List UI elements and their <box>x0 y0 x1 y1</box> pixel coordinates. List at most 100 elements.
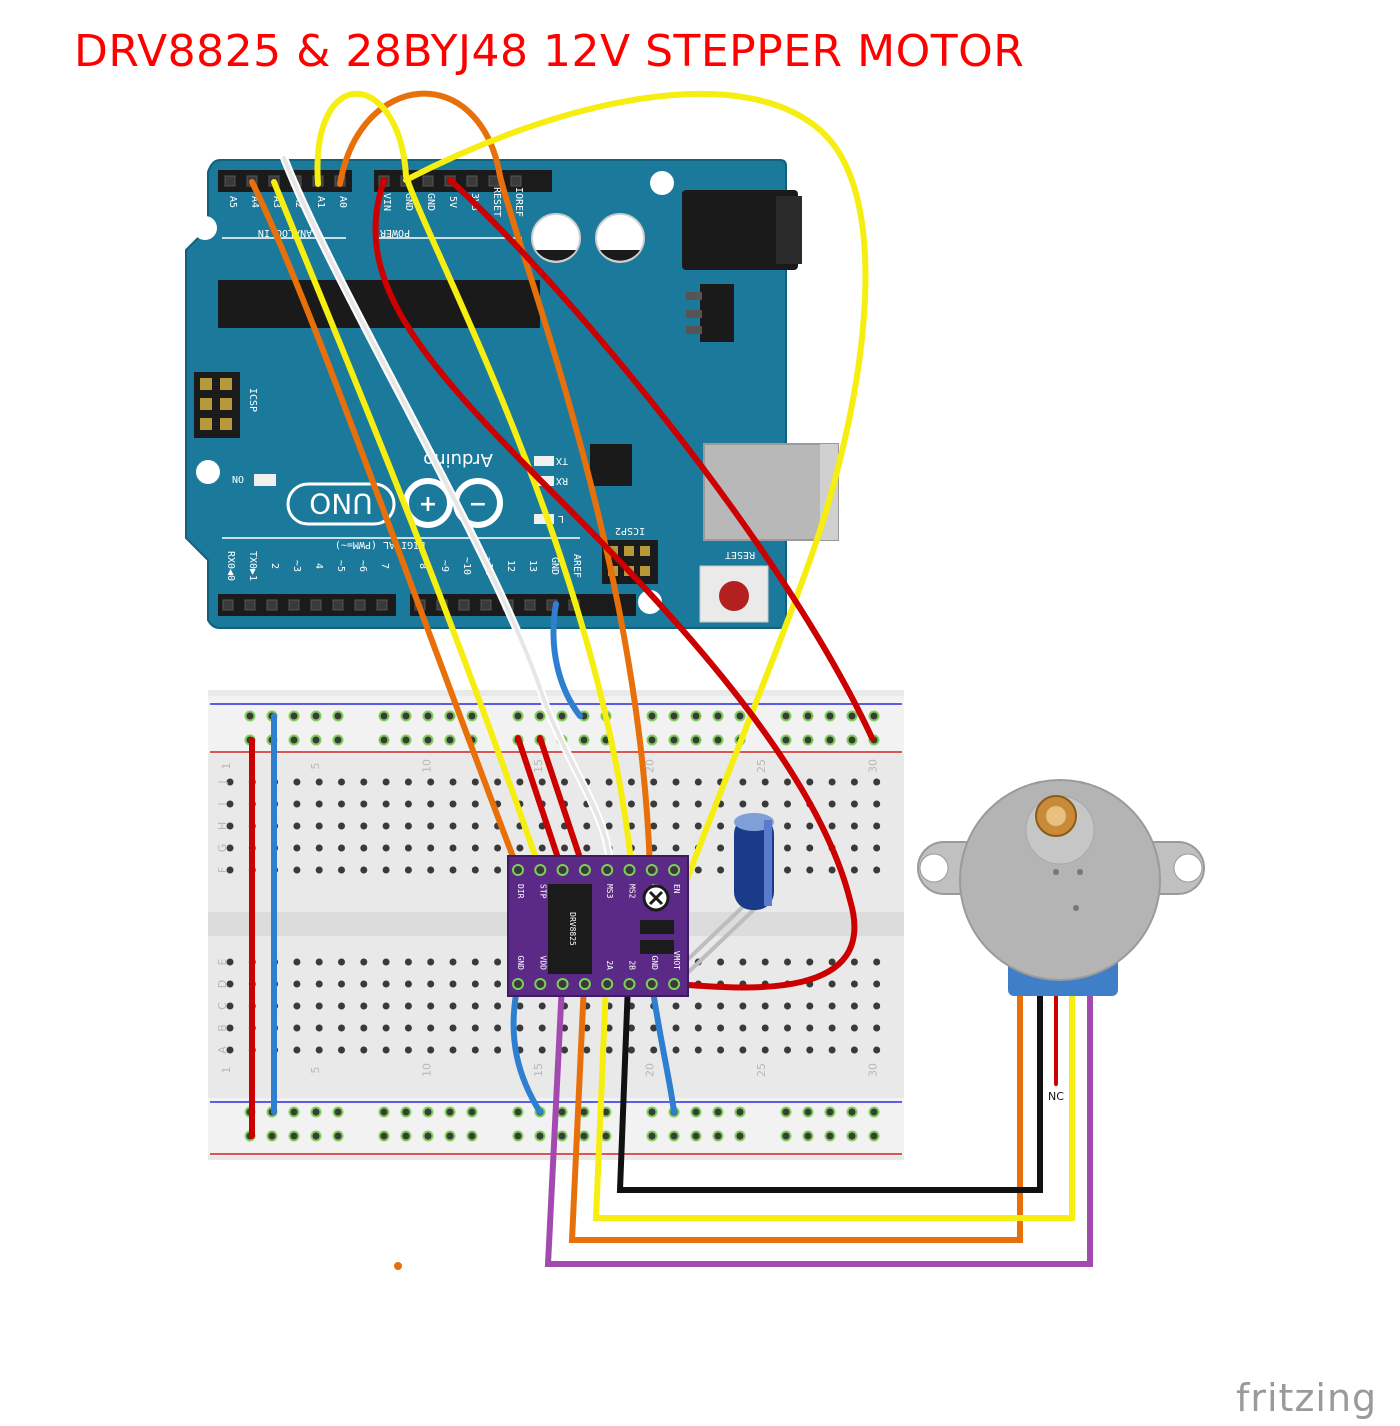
column-number: 10 <box>421 759 434 773</box>
pin-label: 13 <box>527 560 538 572</box>
pin-label: ~6 <box>357 560 368 572</box>
row-letter: D <box>216 980 229 988</box>
pin-label: GND <box>549 557 560 575</box>
row-letter: F <box>216 867 229 873</box>
driver-pin <box>645 978 658 990</box>
pin-label: A4 <box>249 196 260 208</box>
header-pin <box>266 599 278 611</box>
driver-pin <box>556 978 569 990</box>
uno-logo-text: UNO <box>309 487 372 520</box>
pin-label: 5V <box>447 196 458 208</box>
dc-power-jack <box>682 190 798 270</box>
header-pin <box>222 599 234 611</box>
electrolytic-capacitor <box>734 813 774 910</box>
wire-red-vin-vmot <box>372 177 858 991</box>
icsp-label: ICSP <box>247 388 258 412</box>
driver-pin <box>578 864 591 876</box>
driver-pin-label: 2B <box>628 960 637 970</box>
usb-interface-chip <box>590 444 632 486</box>
pin-label: ~9 <box>439 560 450 572</box>
column-number: 5 <box>309 1067 322 1074</box>
column-number: 20 <box>644 1063 657 1077</box>
header-pin <box>354 599 366 611</box>
column-number: 1 <box>220 763 233 770</box>
pin-label: A1 <box>315 196 326 208</box>
column-number: 1 <box>220 1067 233 1074</box>
pin-label: 7 <box>379 563 390 569</box>
header-pin <box>458 599 470 611</box>
svg-text:+: + <box>419 492 437 517</box>
digital-header-low <box>218 594 396 616</box>
wire-yellow-loop-vmot <box>403 90 869 987</box>
wire-white-a2-res <box>282 156 612 872</box>
reset-button[interactable] <box>699 565 769 623</box>
pin-label: AREF <box>571 554 582 578</box>
wire-orange-a4-dir <box>249 179 521 873</box>
column-number: 30 <box>867 1063 880 1077</box>
icsp-header <box>194 372 240 438</box>
wire-yellow-a1-ms3 <box>314 90 635 873</box>
row-letter: C <box>216 1002 229 1010</box>
uno-logo-frame <box>286 482 396 526</box>
reset-label: RESET <box>725 549 755 560</box>
driver-pin-label: 2A <box>605 960 614 970</box>
header-pin <box>288 599 300 611</box>
row-letter: H <box>216 822 229 830</box>
row-letter: G <box>216 844 229 853</box>
header-pin <box>422 175 434 187</box>
header-pin <box>466 175 478 187</box>
driver-pin <box>534 864 547 876</box>
wire-red-5v-rail <box>447 177 875 741</box>
pin-label: 8 <box>417 563 428 569</box>
on-led <box>254 474 276 486</box>
l-label: L <box>558 513 564 524</box>
stepper-motor: NC <box>917 779 1205 1103</box>
wires <box>249 90 1093 1267</box>
pin-label: VIN <box>381 193 392 211</box>
header-pin <box>244 599 256 611</box>
driver-chip <box>548 884 592 974</box>
row-letter: J <box>216 780 229 784</box>
column-number: 20 <box>644 759 657 773</box>
pin-label: TX0▶1 <box>247 551 258 581</box>
pin-label: 4 <box>313 563 324 569</box>
digital-header-label: DIGITAL (PWM=~) <box>335 539 425 550</box>
wire-orange-motor <box>568 981 1023 1243</box>
on-label: ON <box>232 473 244 484</box>
usb-connector <box>703 443 839 541</box>
row-letter: E <box>216 958 229 965</box>
header-pin <box>524 599 536 611</box>
wire-blue-gnd-driver <box>510 981 543 1115</box>
header-pin <box>480 599 492 611</box>
driver-pin <box>601 864 614 876</box>
wire-yellow-motor <box>592 981 1075 1221</box>
reset-button-cap[interactable] <box>719 581 749 611</box>
pin-label: RX0◀0 <box>225 551 236 581</box>
pin-label: ~10 <box>461 557 472 575</box>
analog-header-label: ANALOG IN <box>258 227 312 238</box>
driver-pin-label: VMOT <box>672 951 681 970</box>
driver-pin-label: DIR <box>516 884 525 899</box>
row-letter: I <box>216 802 229 805</box>
pin-label: GND <box>403 193 414 211</box>
diagram-title: DRV8825 & 28BYJ48 12V STEPPER MOTOR <box>74 26 1025 77</box>
wire-blue-gnd-driver-2 <box>649 981 677 1115</box>
pin-label: GND <box>425 193 436 211</box>
pin-label: A3 <box>271 196 282 208</box>
driver-pin <box>668 864 681 876</box>
wire-yellow-a3-stp <box>271 179 543 873</box>
rx-label: RX <box>556 475 568 486</box>
driver-pin-label: STP <box>538 884 547 899</box>
wire-black-motor <box>616 981 1043 1193</box>
pin-label: A5 <box>227 196 238 208</box>
driver-pin <box>534 978 547 990</box>
header-pin <box>310 599 322 611</box>
driver-pin <box>512 864 524 876</box>
header-pin <box>376 599 388 611</box>
pin-label: 2 <box>269 563 280 569</box>
mounting-hole <box>193 216 217 240</box>
column-number: 15 <box>532 759 545 773</box>
pin-label: RESET <box>491 187 502 217</box>
pin-label: ~5 <box>335 560 346 572</box>
